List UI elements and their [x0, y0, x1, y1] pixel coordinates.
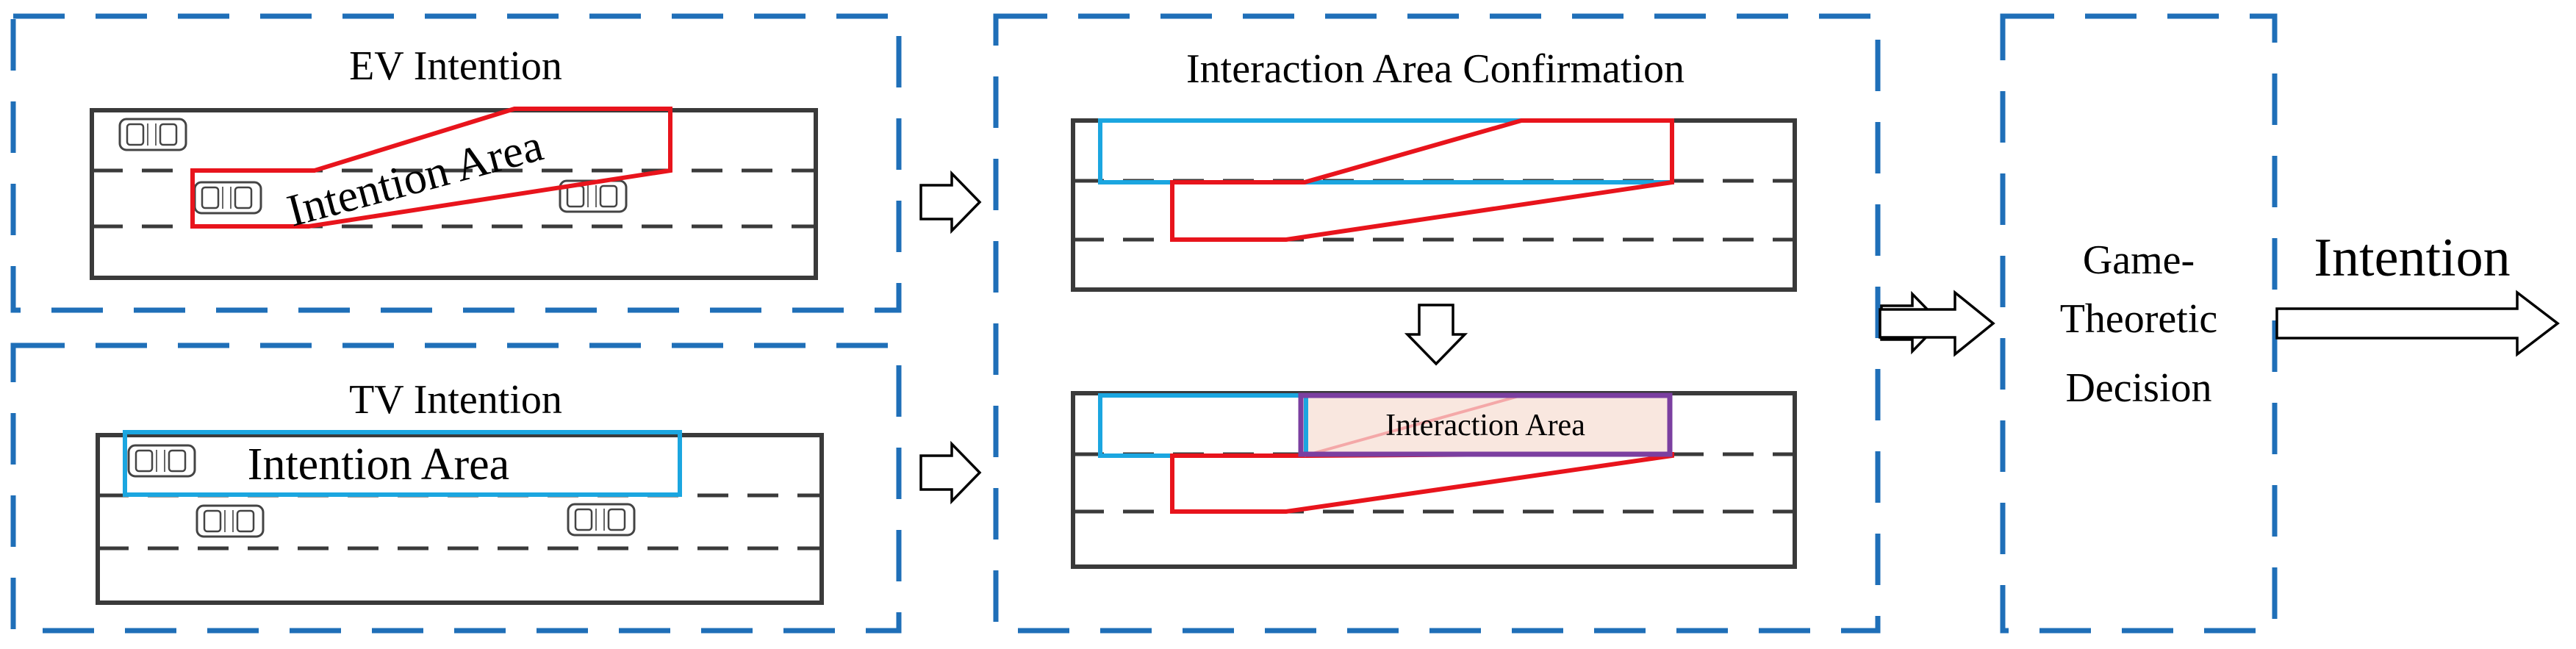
- interaction-area: [1298, 392, 1673, 457]
- decision-line-2: Theoretic: [2060, 296, 2218, 342]
- hollow-arrow-icon: [1406, 304, 1466, 365]
- ev-intention-area: [190, 107, 672, 229]
- interaction-area-label: Interaction Area: [1385, 409, 1585, 442]
- car-icon: [567, 503, 636, 537]
- car-icon: [127, 444, 196, 478]
- hollow-arrow-icon: [2275, 290, 2560, 357]
- hollow-arrow-icon: [919, 442, 981, 503]
- decision-frame: [2000, 13, 2278, 634]
- car-icon: [195, 504, 265, 538]
- tv-area-lower: [1098, 393, 1308, 458]
- decision-line-3: Decision: [2065, 365, 2211, 411]
- tv-intention-frame: [10, 343, 902, 634]
- hollow-arrow-icon: [1879, 290, 1995, 357]
- decision-line-1: Game-: [2083, 237, 2195, 283]
- ev-intention-title: EV Intention: [349, 43, 562, 89]
- tv-intention-area: [123, 430, 682, 497]
- tv-area-overlay: [1098, 118, 1674, 184]
- output-intention-label: Intention: [2314, 228, 2510, 288]
- ev-area-lower: [1170, 452, 1674, 514]
- ev-intention-frame: [10, 13, 902, 313]
- ev-area-diagonal: [1304, 394, 1522, 457]
- tv-intention-title: TV Intention: [349, 377, 562, 423]
- ev-area-overlay: [1170, 118, 1674, 242]
- tv-intention-area-label: Intention Area: [248, 440, 509, 490]
- confirmation-title: Interaction Area Confirmation: [1186, 46, 1685, 92]
- hollow-arrow-icon: [919, 172, 981, 232]
- car-icon: [193, 181, 262, 215]
- confirmation-frame: [993, 13, 1881, 634]
- car-icon: [118, 118, 187, 151]
